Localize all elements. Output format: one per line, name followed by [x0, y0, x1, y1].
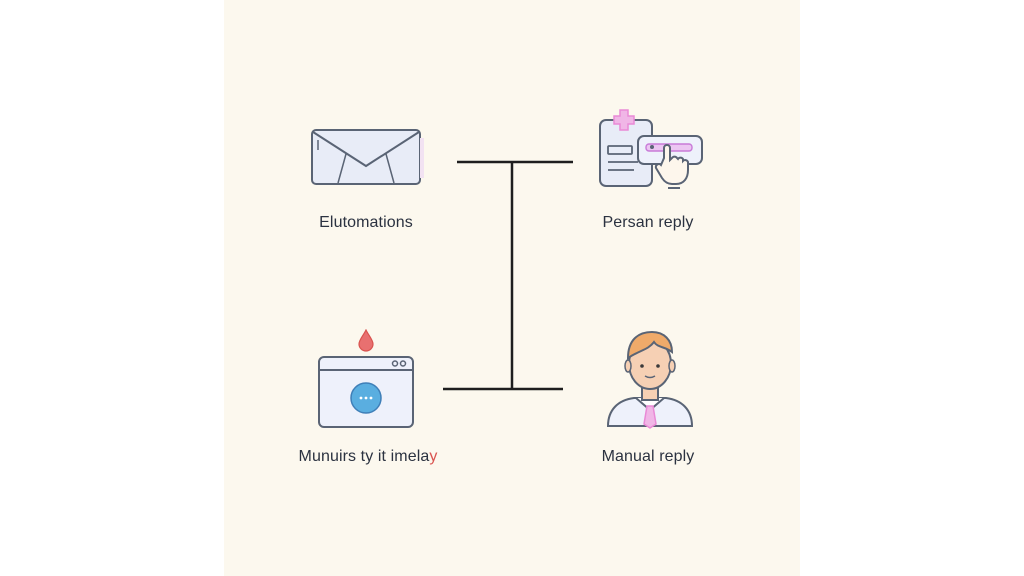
automations-label: Elutomations [319, 214, 413, 231]
envelope-icon [311, 129, 424, 185]
clipboard-click-icon [599, 109, 703, 189]
diagram-canvas [224, 0, 800, 576]
person-icon [606, 330, 694, 429]
manual-reply-label: Manual reply [601, 448, 695, 465]
notification-drop-icon [358, 329, 374, 352]
monitor-reply-label: Munuirs ty it imelay [258, 448, 478, 466]
chat-window-icon [318, 356, 414, 428]
person-reply-label: Persan reply [602, 214, 694, 231]
monitor-reply-label-accent: y [429, 448, 438, 465]
monitor-reply-label-main: Munuirs ty it imela [298, 448, 430, 465]
